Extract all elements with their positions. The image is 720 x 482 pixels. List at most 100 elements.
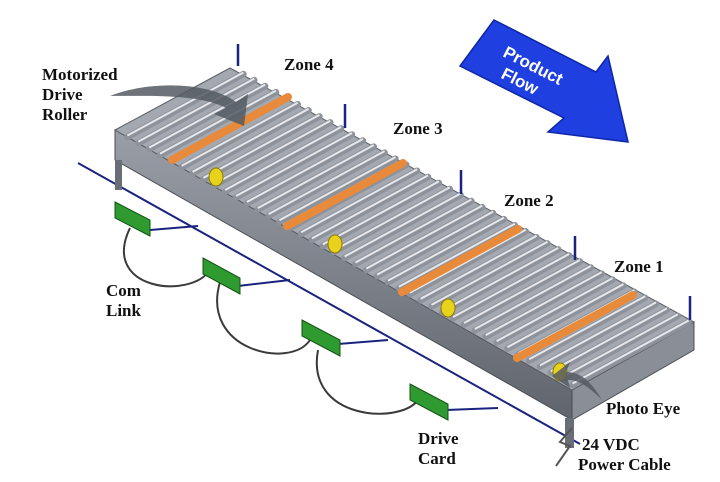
roller-highlight [268,150,386,216]
drive-card [202,257,241,295]
roller [504,282,627,352]
photo-eye-zone4 [208,167,224,187]
roller-highlight [148,83,266,149]
roller [265,149,388,219]
roller [200,113,323,183]
roller [439,246,562,316]
drive-cards-bus [77,162,581,445]
roller [373,209,497,280]
roller-highlight [474,265,592,330]
roller-highlight [506,283,624,349]
roller-highlight [430,240,548,306]
roller [406,228,529,298]
drive-card-label: Drive Card [418,429,463,468]
rollers [124,70,692,389]
roller [341,191,464,262]
roller [482,270,605,340]
roller-highlight [137,77,255,143]
drive-roller-zone2 [398,225,522,296]
power-cable-label: 24 VDC Power Cable [578,435,671,474]
roller [297,167,421,238]
motorized-drive-roller-label: Motorized Drive Roller [42,65,122,124]
roller [243,137,367,207]
lightning-bolt-icon [555,427,573,467]
photo-eye-label: Photo Eye [606,399,681,418]
roller [471,264,595,334]
roller [276,155,399,225]
drive-roller-zone3 [283,159,407,230]
motorized-roller-arrow-icon [110,85,248,126]
roller [547,306,671,377]
roller [352,197,475,268]
com-link-cables [122,227,419,415]
roller-highlight [322,180,440,246]
zone2-label: Zone 2 [504,191,554,210]
power-cable [77,162,581,445]
roller-highlight [572,319,690,385]
drive-card [301,319,341,357]
roller-highlight [257,144,375,209]
roller [569,318,692,389]
roller [135,76,258,147]
roller-highlight [387,216,505,282]
com-link-label: Com Link [106,281,145,320]
roller-highlight [485,271,603,336]
roller-highlight [181,101,299,167]
drive-card [114,201,151,237]
roller-highlight [311,174,429,240]
roller-highlight [159,89,277,155]
roller-highlight [398,222,516,288]
roller-highlight [213,120,331,185]
roller-highlight [300,168,418,234]
zone1-label: Zone 1 [614,257,664,276]
roller-highlight [550,307,668,373]
roller [536,300,660,371]
roller [178,101,301,171]
roller-highlight [192,107,310,173]
roller-highlight [561,313,679,379]
roller [221,125,345,195]
roller-highlight [441,247,559,312]
roller-highlight [126,71,244,137]
roller-highlight [354,198,472,264]
roller [460,258,584,328]
roller [232,131,356,201]
roller [428,240,551,310]
roller-highlight [496,277,614,343]
zone3-label: Zone 3 [393,119,443,138]
drive-roller-zone4 [168,93,292,164]
roller-highlight [333,186,451,252]
photo-eye-zone3 [327,234,343,254]
roller-highlight [420,234,538,300]
roller [558,312,681,383]
roller-highlight [224,126,342,191]
roller [493,276,616,346]
roller [330,185,453,256]
photo-eye-arrow-icon [552,362,602,400]
roller-highlight [376,210,494,276]
product-flow-arrow-icon: Product Flow [458,19,629,143]
roller [525,294,649,365]
roller-highlight [528,295,646,361]
drive-card [409,383,449,421]
roller-highlight [246,138,364,203]
roller [449,252,573,322]
roller [363,203,486,274]
roller-highlight [365,204,483,270]
roller [211,119,334,189]
drive-cards [114,201,449,421]
zone4-label: Zone 4 [284,55,334,74]
roller [319,179,443,250]
roller-highlight [463,259,581,324]
photo-eye-zone2 [440,298,456,318]
roller [254,143,377,213]
roller-highlight [539,301,657,367]
roller [384,215,508,286]
roller-highlight [344,192,462,258]
roller-highlight [235,132,353,197]
roller [156,88,280,159]
roller-highlight [452,253,570,318]
roller [189,107,312,177]
